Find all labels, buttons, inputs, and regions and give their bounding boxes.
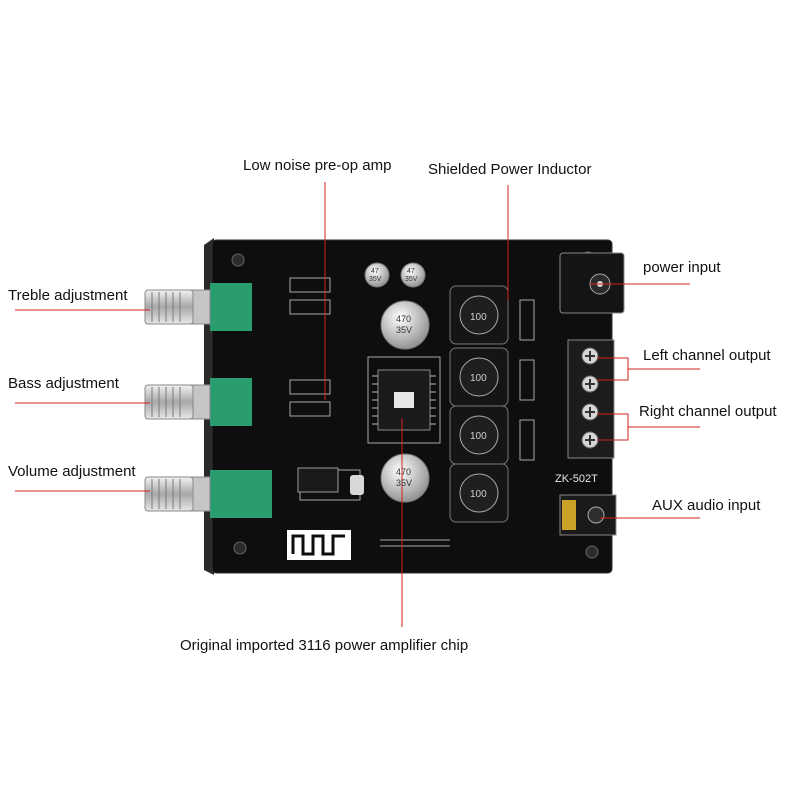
power-jack: [559, 252, 625, 314]
leader-lines: [15, 182, 700, 627]
silkscreen-markings: [289, 277, 535, 547]
aux-jack: [559, 494, 617, 536]
label-amp-chip: Original imported 3116 power amplifier c…: [180, 637, 469, 654]
label-power-input: power input: [643, 259, 721, 276]
label-treble: Treble adjustment: [8, 287, 128, 304]
cap-large-voltage-bottom: 35V: [396, 478, 412, 488]
inductor-marking-4: 100: [470, 489, 487, 500]
cap-small-voltage-1: 35V: [369, 276, 382, 283]
cap-small-value-1: 47: [371, 268, 379, 275]
label-left-output: Left channel output: [643, 347, 771, 364]
cap-large-value-top: 470: [396, 314, 411, 324]
knob-treble: [144, 283, 252, 331]
label-inductor: Shielded Power Inductor: [428, 161, 592, 178]
output-terminal-block: [567, 339, 615, 459]
label-pre-op-amp: Low noise pre-op amp: [243, 157, 392, 174]
amplifier-chip: [372, 369, 436, 431]
label-aux-input: AUX audio input: [652, 497, 761, 514]
inductor-marking-2: 100: [470, 373, 487, 384]
knob-bass: [144, 378, 252, 426]
cap-small-value-2: 47: [407, 268, 415, 275]
inductor-marking-3: 100: [470, 431, 487, 442]
label-volume: Volume adjustment: [8, 463, 136, 480]
pre-op-amp-chip: [297, 467, 364, 495]
label-right-output: Right channel output: [639, 403, 777, 420]
label-bass: Bass adjustment: [8, 375, 119, 392]
cap-large-value-bottom: 470: [396, 467, 411, 477]
inductor-marking-1: 100: [470, 312, 487, 323]
bluetooth-antenna: [287, 530, 351, 560]
power-inductors: [449, 285, 509, 523]
board-model-label: ZK-502T: [555, 473, 598, 485]
cap-small-voltage-2: 35V: [405, 276, 418, 283]
capacitors: [364, 262, 430, 503]
board-text: ZK-502T 100 100 100 100 470 35V 470 35V …: [369, 268, 598, 500]
knob-volume: [144, 470, 272, 518]
cap-large-voltage-top: 35V: [396, 325, 412, 335]
